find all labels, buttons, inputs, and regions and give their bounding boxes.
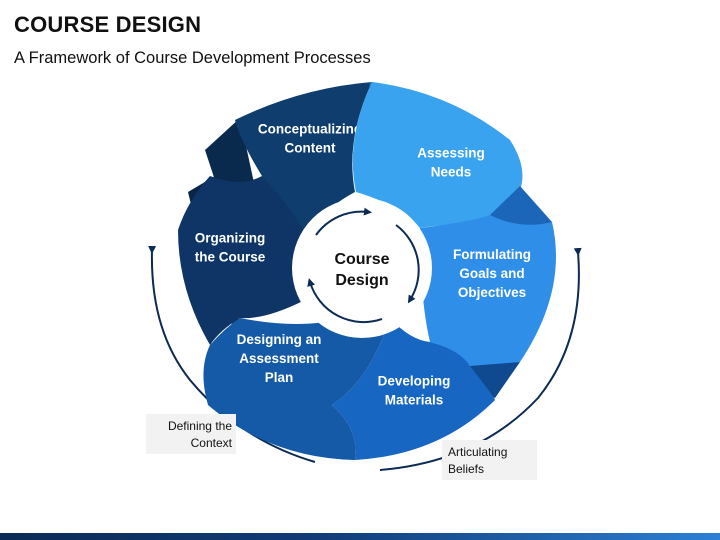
note-defining-the-context: Defining the Context <box>146 414 236 454</box>
center-arrow-top <box>315 207 372 236</box>
segment-label-assessing-line1: Assessing <box>417 146 485 161</box>
page-title: COURSE DESIGN <box>14 12 202 37</box>
note-articulating-beliefs: Articulating Beliefs <box>442 440 537 480</box>
page-subtitle: A Framework of Course Development Proces… <box>14 49 371 67</box>
segment-label-conceptualizing-line2: Content <box>285 141 336 156</box>
segment-body-developing <box>332 318 495 460</box>
segment-label-formulating-line1: Formulating <box>453 247 531 262</box>
segment-label-organizing-line1: Organizing <box>195 231 266 246</box>
outer-arc-right <box>379 247 582 471</box>
segment-body-formulating <box>420 215 556 367</box>
segment-label-designing-line3: Plan <box>265 370 294 385</box>
cycle-segment-organizing: Organizing the Course <box>178 176 305 345</box>
segment-label-developing-line1: Developing <box>378 374 451 389</box>
center-label-line1: Course <box>334 251 389 268</box>
segment-body-assessing <box>352 82 523 230</box>
segment-label-designing-line2: Assessment <box>239 351 319 366</box>
outer-arc-left <box>148 245 316 463</box>
center-label-line2: Design <box>335 272 388 289</box>
segment-body-organizing <box>178 176 305 345</box>
segment-label-formulating-line3: Objectives <box>458 285 526 300</box>
segment-label-designing-line1: Designing an <box>237 332 322 347</box>
center-arrow-bottom <box>307 278 383 324</box>
center-circle <box>292 198 432 338</box>
footer-gradient-bar <box>0 533 720 540</box>
segment-label-conceptualizing-line1: Conceptualizing <box>258 122 362 137</box>
note-beliefs-line2: Beliefs <box>448 462 485 476</box>
segment-label-formulating-line2: Goals and <box>459 266 524 281</box>
segment-body-conceptualizing <box>235 82 372 232</box>
segment-body-designing <box>203 317 390 460</box>
note-context-line2: Context <box>190 436 232 450</box>
segment-label-organizing-line2: the Course <box>195 250 266 265</box>
center-arrow-right <box>395 224 420 304</box>
segment-label-assessing-line2: Needs <box>431 165 472 180</box>
segment-label-developing-line2: Materials <box>385 393 444 408</box>
note-context-line1: Defining the <box>167 419 232 433</box>
note-beliefs-line1: Articulating <box>448 445 508 459</box>
